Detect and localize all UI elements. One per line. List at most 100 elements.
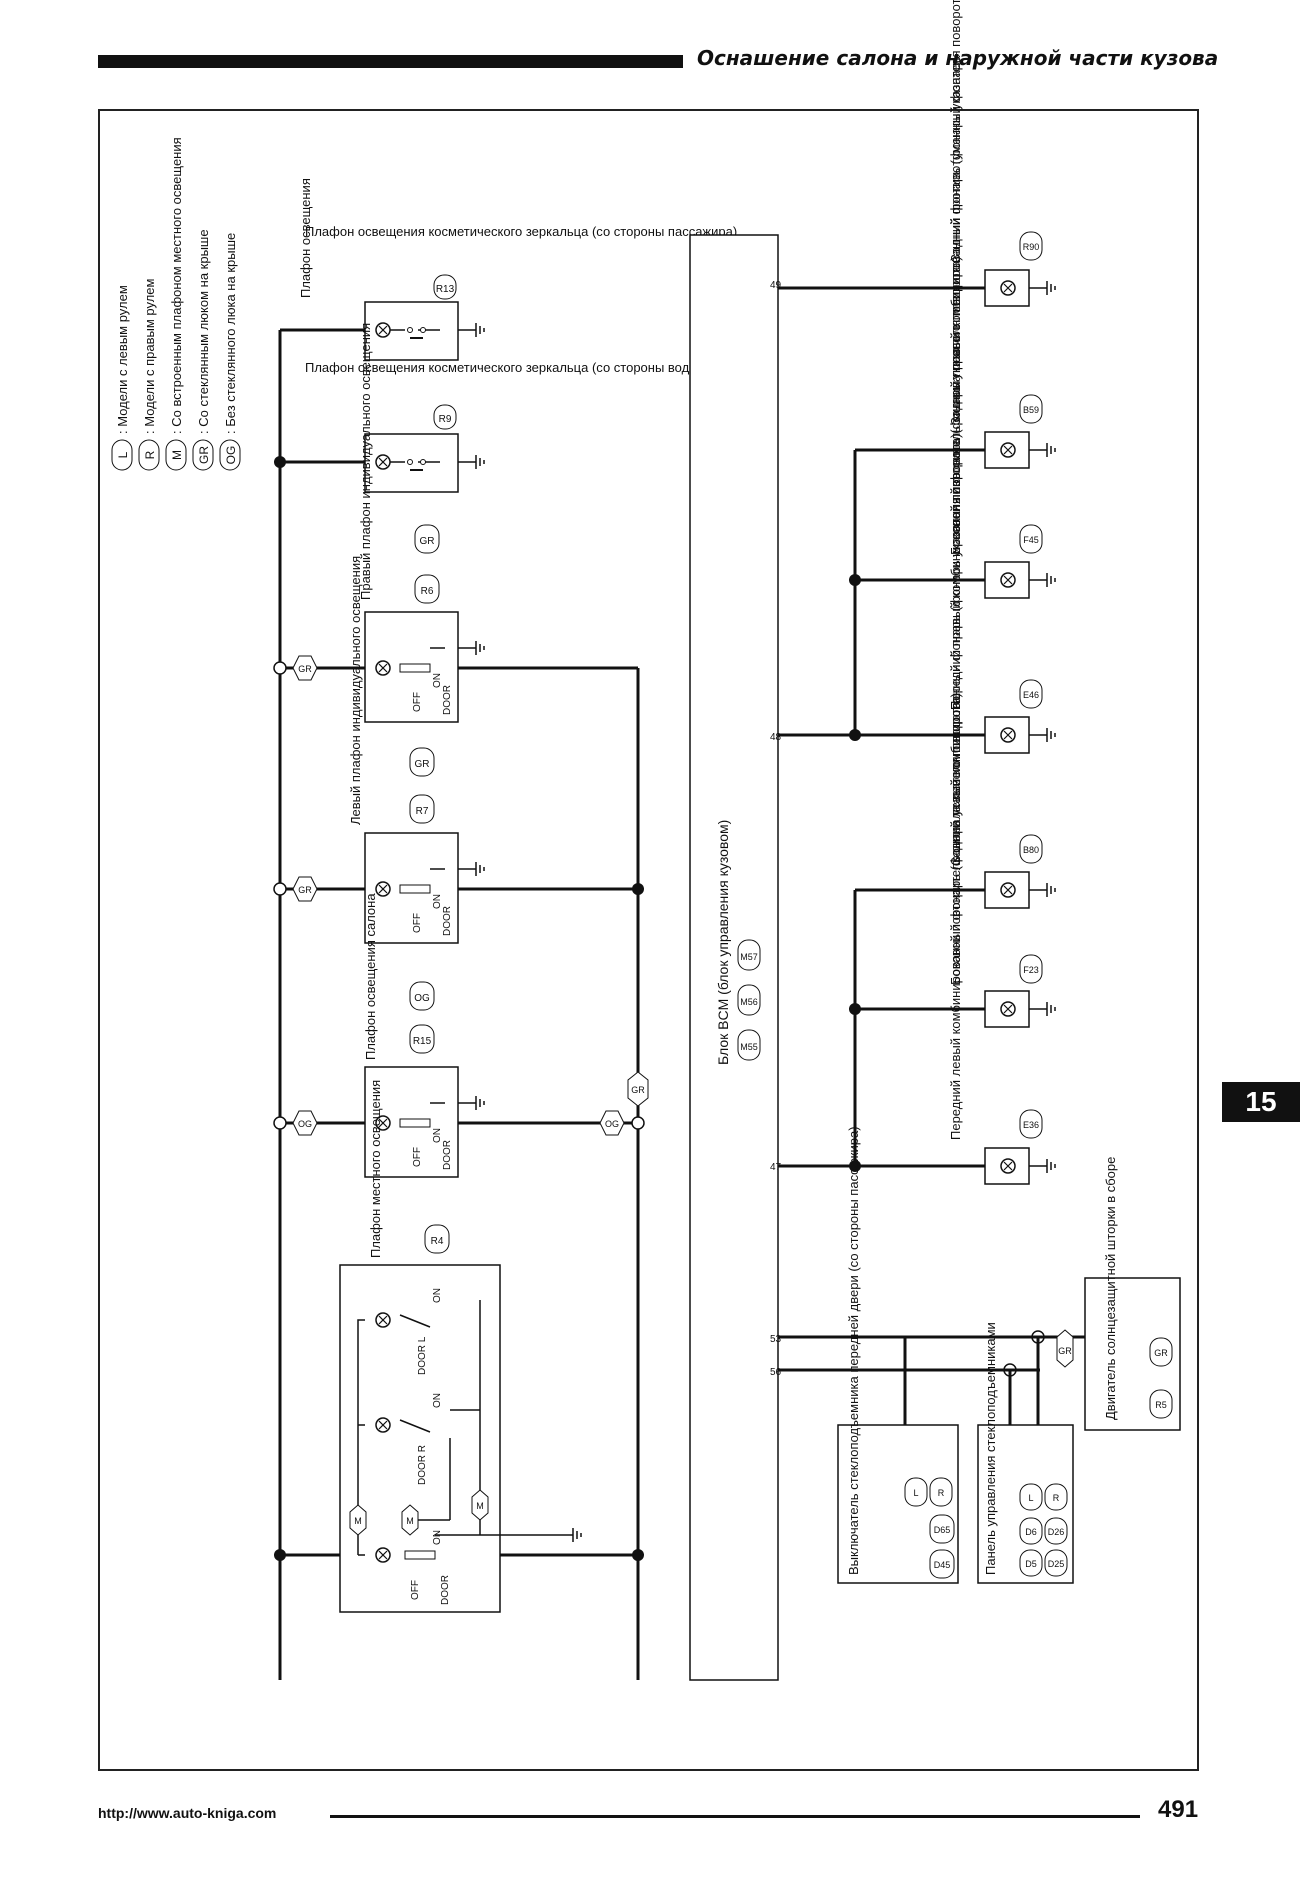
diagram-label: M57 — [740, 952, 758, 962]
diagram-label: D45 — [934, 1560, 951, 1570]
diagram-label: DOOR — [442, 685, 453, 715]
left-spot-caption: Левый плафон индивидуального освещения — [348, 556, 363, 825]
diagram-label: ON — [432, 894, 443, 909]
diagram-label: : Со встроенным плафоном местного освеще… — [169, 137, 184, 434]
cond-og-right: OG — [599, 1110, 625, 1136]
right-wires — [778, 286, 1090, 1430]
diagram-label: L — [1028, 1493, 1033, 1503]
diagram-label: R9 — [439, 414, 452, 425]
cond-og-left: OG — [292, 1110, 318, 1136]
diagram-label: M55 — [740, 1042, 758, 1052]
diagram-label: OG — [298, 1119, 312, 1129]
sunshade-motor: Двигатель солнцезащитной шторки в сборе … — [1084, 1157, 1181, 1431]
diagram-label: DOOR — [440, 1575, 451, 1605]
right-spot-cond: GR — [414, 524, 440, 554]
diagram-label: R5 — [1155, 1400, 1167, 1410]
diagram-label: 56 — [770, 1367, 782, 1378]
vanity-pass-caption: Плафон освещения косметического зеркальц… — [305, 224, 737, 239]
diagram-label: ON — [432, 1128, 443, 1143]
diagram-label: L — [913, 1488, 918, 1498]
vanity-lamp-passenger: Плафон освещения — [298, 178, 485, 361]
diagram-label: L — [116, 451, 130, 458]
cond-gr-bus: GR — [627, 1071, 649, 1107]
legend-item: OG : Без стеклянного люка на крыше — [219, 233, 241, 471]
room-lamp: ON OFF DOOR — [364, 1066, 485, 1178]
page-number: 491 — [1158, 1796, 1199, 1823]
left-spot-conn: R7 — [409, 794, 435, 824]
diagram-label: M — [354, 1516, 362, 1526]
rear-right-combi-lamp: Задний правый комбинированный фонарь (фо… — [948, 0, 1056, 469]
diagram-label: R90 — [1023, 242, 1040, 252]
diagram-label: DOOR — [442, 906, 453, 936]
diagram-label: OFF — [412, 913, 423, 933]
page-title: Оснашение салона и наружной части кузова — [697, 46, 1219, 70]
diagram-label: Выключатель стеклоподъемника передней дв… — [846, 1126, 861, 1575]
vanity-drv-caption: Плафон освещения косметического зеркальц… — [305, 360, 728, 375]
diagram-label: R15 — [413, 1036, 432, 1047]
diagram-label: ON — [432, 1393, 443, 1408]
diagram-label: : Модели с правым рулем — [142, 278, 157, 434]
diagram-label: Панель управления стеклоподъемниками — [983, 1322, 998, 1575]
diagram-label: OG — [414, 993, 430, 1004]
diagram-label: R4 — [431, 1236, 444, 1247]
diagram-label: ON — [432, 1530, 443, 1545]
right-spot-conn: R6 — [414, 574, 440, 604]
diagram-frame — [98, 109, 1199, 1771]
diagram-label: GR — [197, 446, 211, 464]
diagram-label: E46 — [1023, 690, 1039, 700]
diagram-label: B59 — [1023, 405, 1039, 415]
diagram-label: M — [170, 450, 184, 460]
diagram-label: 49 — [770, 280, 782, 291]
diagram-label: R13 — [436, 284, 455, 295]
diagram-label: GR — [631, 1085, 645, 1095]
diagram-label: ON — [432, 673, 443, 688]
vanity-drv-conn: R9 — [433, 404, 457, 430]
diagram-label: R — [1053, 1493, 1060, 1503]
diagram-label: Плафон местного освещения — [368, 1080, 383, 1258]
diagram-label: Задний правый комбинированный фонарь (фо… — [948, 0, 963, 425]
diagram-label: OFF — [412, 692, 423, 712]
room-lamp-conn: R15 — [409, 1024, 435, 1054]
diagram-label: Блок BCM (блок управления кузовом) — [715, 820, 731, 1065]
diagram-label: Плафон освещения косметического зеркальц… — [305, 360, 728, 375]
diagram-label: : Со стеклянным люком на крыше — [196, 229, 211, 434]
legend: L : Модели с левым рулем R : Модели с пр… — [111, 137, 241, 471]
diagram-label: R6 — [421, 586, 434, 597]
diagram-label: D65 — [934, 1525, 951, 1535]
diagram-label: GR — [298, 664, 312, 674]
diagram-label: GR — [298, 885, 312, 895]
diagram-label: Задний противотуманный фонарь — [948, 56, 963, 262]
diagram-label: Двигатель солнцезащитной шторки в сборе — [1103, 1157, 1118, 1420]
diagram-label: M — [476, 1501, 484, 1511]
rear-left-combi-lamp: Задний левый комбинированный фонарь (фон… — [948, 434, 1056, 909]
room-lamp-caption: Плафон освещения салона — [363, 893, 378, 1060]
diagram-label: OFF — [410, 1580, 421, 1600]
diagram-label: OFF — [412, 1147, 423, 1167]
front-left-combi-lamp: Передний левый комбинированный фонарь (ф… — [948, 693, 1056, 1185]
footer-line — [330, 1815, 1140, 1818]
vanity-pass-label: Плафон освещения — [298, 178, 313, 298]
diagram-label: ON — [432, 1288, 443, 1303]
cond-m-3: M — [471, 1489, 489, 1521]
side-repeater-left: Боковой повторитель сигнала левого повор… — [948, 701, 1056, 1028]
cond-m-1: M — [349, 1504, 367, 1536]
front-right-combi-lamp: Передний правый комбинированный фонарь (… — [948, 256, 1056, 754]
cond-m-2: M — [401, 1504, 419, 1536]
rear-fog-lamp: Задний противотуманный фонарь R90 — [948, 56, 1056, 307]
legend-item: M : Со встроенным плафоном местного осве… — [165, 137, 187, 471]
vanity-pass-conn: R13 — [433, 274, 457, 300]
diagram-label: R — [143, 450, 157, 459]
power-window-switch: Выключатель стеклоподъемника передней дв… — [837, 1126, 959, 1584]
diagram-label: GR — [415, 759, 430, 770]
diagram-label: D6 — [1025, 1527, 1037, 1537]
diagram-label: Плафон освещения косметического зеркальц… — [305, 224, 737, 239]
side-repeater-right: Боковой повторитель сигнала правого пово… — [948, 264, 1056, 599]
map-lamp-conn: R4 — [424, 1224, 450, 1254]
diagram-label: B80 — [1023, 845, 1039, 855]
diagram-label: Передний правый комбинированный фонарь (… — [948, 256, 963, 710]
diagram-label: DOOR — [442, 1140, 453, 1170]
power-window-panel: Панель управления стеклоподъемниками D5 … — [977, 1322, 1074, 1584]
diagram-label: R — [938, 1488, 945, 1498]
diagram-label: M56 — [740, 997, 758, 1007]
